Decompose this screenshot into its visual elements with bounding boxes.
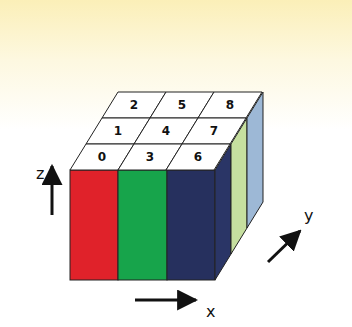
top-cell: 8 — [198, 92, 262, 118]
cell-number: 3 — [146, 151, 154, 163]
cell-number: 8 — [226, 99, 234, 111]
cell-number: 4 — [162, 125, 170, 137]
red-column — [70, 170, 118, 280]
cell-number: 7 — [210, 125, 218, 137]
axis-label: x — [206, 304, 215, 320]
x-axis-arrow — [135, 299, 196, 302]
y-axis-arrow — [268, 231, 300, 262]
top-cell: 6 — [166, 144, 230, 170]
cell-number: 5 — [178, 99, 186, 111]
z-axis-arrow — [51, 166, 54, 215]
navy-column — [167, 170, 215, 280]
top-cell: 7 — [182, 118, 246, 144]
green-column — [118, 170, 167, 280]
cell-number: 6 — [194, 151, 202, 163]
cell-number: 0 — [98, 151, 106, 163]
cell-number: 2 — [130, 99, 138, 111]
axis-label: z — [36, 166, 44, 182]
axis-label: y — [304, 208, 313, 224]
cell-number: 1 — [114, 125, 122, 137]
